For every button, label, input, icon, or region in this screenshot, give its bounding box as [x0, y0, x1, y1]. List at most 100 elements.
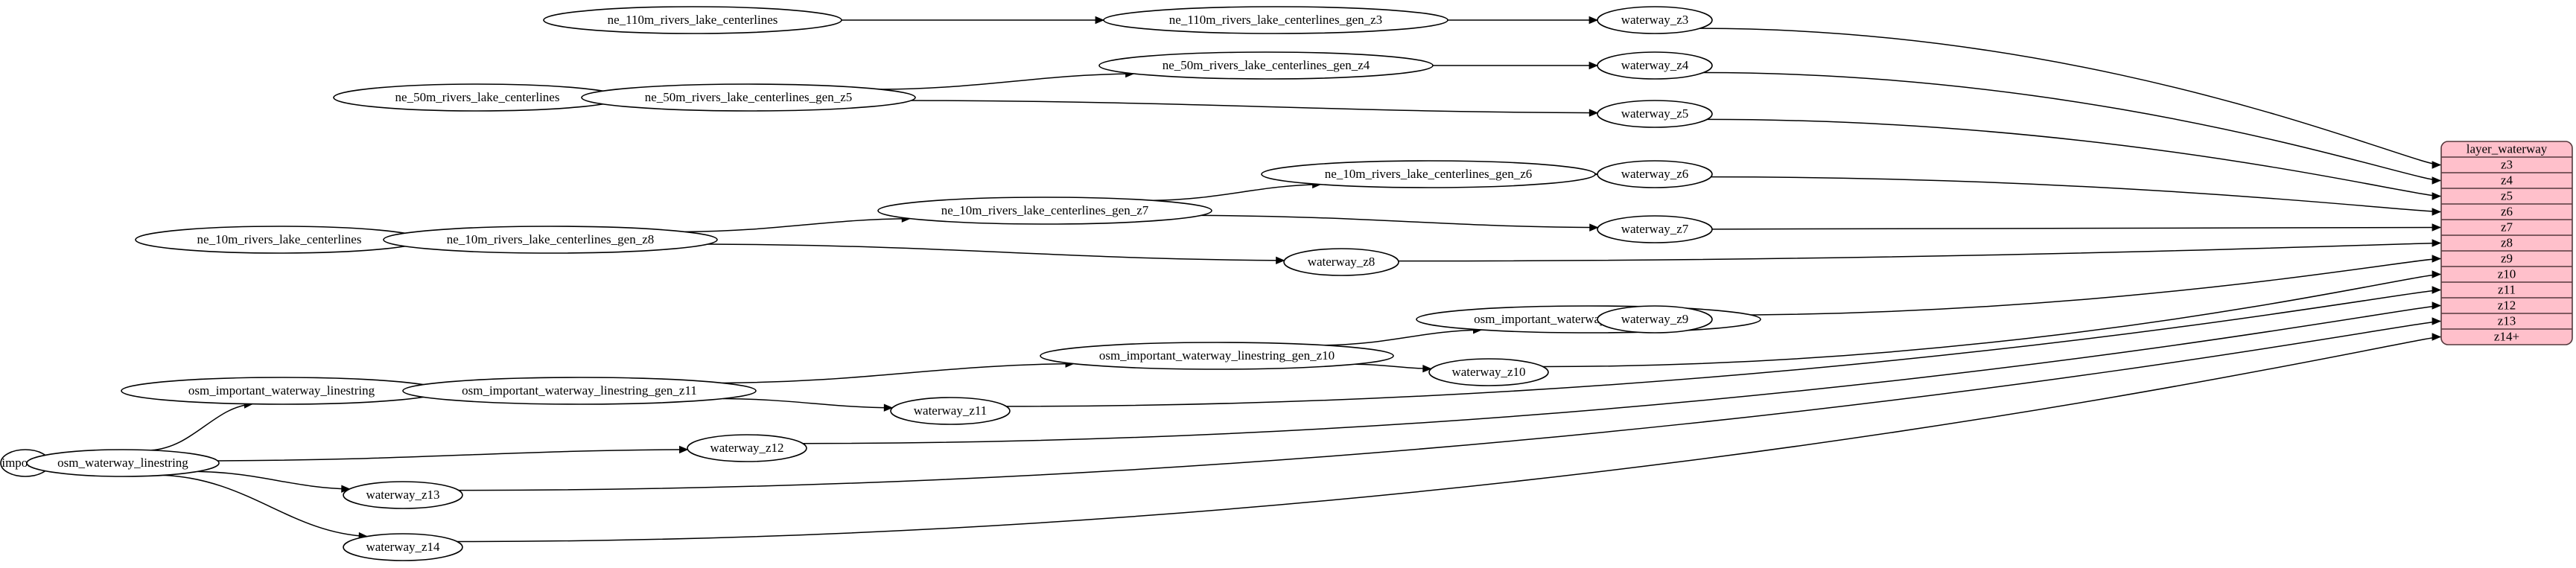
- node-shape: [1597, 51, 1713, 80]
- node-waterway_z13[interactable]: waterway_z13: [343, 481, 463, 509]
- node-waterway_z3[interactable]: waterway_z3: [1597, 6, 1713, 34]
- node-waterway_z7[interactable]: waterway_z7: [1597, 215, 1713, 243]
- record-row-z5[interactable]: z5: [2501, 188, 2513, 202]
- node-shape: [687, 434, 807, 462]
- record-row-z12[interactable]: z12: [2498, 298, 2516, 312]
- node-osm_iwl[interactable]: osm_important_waterway_linestring: [121, 377, 442, 405]
- record-row-z3[interactable]: z3: [2501, 157, 2513, 171]
- node-shape: [1597, 6, 1713, 34]
- edge-arrowhead: [1095, 16, 1105, 25]
- record-row-z8[interactable]: z8: [2501, 235, 2513, 249]
- node-shape: [877, 197, 1212, 225]
- edge-osm_iwl_z10-to-osm_iwl_z9: [1324, 329, 1482, 346]
- node-shape: [581, 83, 916, 112]
- record-node-layer: layer_waterwayz3z4z5z6z7z8z9z10z11z12z13…: [2440, 141, 2573, 345]
- edge-waterway_z7-to-layer_waterway-z7: [1711, 226, 2441, 230]
- edge-arrowhead: [1588, 61, 1599, 70]
- node-shape: [543, 6, 842, 34]
- node-ne50[interactable]: ne_50m_rivers_lake_centerlines: [333, 83, 622, 112]
- node-ne10_z8[interactable]: ne_10m_rivers_lake_centerlines_gen_z8: [383, 226, 718, 254]
- edge-waterway_z6-to-layer_waterway-z6: [1711, 176, 2441, 213]
- node-label: ne_50m_rivers_lake_centerlines_gen_z4: [1163, 58, 1370, 72]
- edge-waterway_z11-to-layer_waterway-z11: [1006, 289, 2441, 407]
- node-waterway_z14[interactable]: waterway_z14: [343, 533, 463, 561]
- node-shape: [343, 533, 463, 561]
- edge-waterway_z12-to-layer_waterway-z12: [802, 304, 2441, 444]
- record-row-z10[interactable]: z10: [2498, 267, 2516, 281]
- node-waterway_z9[interactable]: waterway_z9: [1597, 305, 1713, 334]
- node-waterway_z11[interactable]: waterway_z11: [890, 397, 1011, 425]
- edge-arrowhead: [2432, 192, 2442, 200]
- node-ne10_z6[interactable]: ne_10m_rivers_lake_centerlines_gen_z6: [1261, 160, 1596, 188]
- node-ne110[interactable]: ne_110m_rivers_lake_centerlines: [543, 6, 842, 34]
- node-label: waterway_z12: [710, 441, 783, 455]
- node-ne50_z5[interactable]: ne_50m_rivers_lake_centerlines_gen_z5: [581, 83, 916, 112]
- node-label: waterway_z4: [1621, 58, 1689, 72]
- node-waterway_z8[interactable]: waterway_z8: [1283, 248, 1399, 276]
- node-label: ne_50m_rivers_lake_centerlines_gen_z5: [645, 90, 853, 104]
- node-waterway_z6[interactable]: waterway_z6: [1597, 160, 1713, 188]
- record-row-z13[interactable]: z13: [2498, 313, 2516, 328]
- node-label: ne_110m_rivers_lake_centerlines: [608, 13, 778, 27]
- node-ne110_z3[interactable]: ne_110m_rivers_lake_centerlines_gen_z3: [1103, 6, 1448, 34]
- node-ne10_z7[interactable]: ne_10m_rivers_lake_centerlines_gen_z7: [877, 197, 1212, 225]
- node-shape: [1597, 100, 1713, 128]
- node-label: ne_10m_rivers_lake_centerlines_gen_z8: [447, 232, 655, 246]
- record-row-z6[interactable]: z6: [2501, 204, 2513, 218]
- node-ne50_z4[interactable]: ne_50m_rivers_lake_centerlines_gen_z4: [1098, 51, 1434, 80]
- edge-waterway_z9-to-layer_waterway-z9: [1709, 258, 2441, 316]
- edge-arrowhead: [2432, 301, 2442, 310]
- edge-ne10_z8-to-waterway_z8: [707, 243, 1285, 261]
- node-label: waterway_z9: [1621, 312, 1689, 326]
- node-shape: [1597, 160, 1713, 188]
- edge-arrowhead: [2432, 270, 2442, 278]
- node-waterway_z5[interactable]: waterway_z5: [1597, 100, 1713, 128]
- node-shape: [1098, 51, 1434, 80]
- node-label: waterway_z7: [1621, 222, 1689, 236]
- edge-arrowhead: [679, 445, 689, 454]
- node-osm_iwl_z10[interactable]: osm_important_waterway_linestring_gen_z1…: [1040, 342, 1394, 370]
- node-shape: [1597, 215, 1713, 243]
- node-label: osm_important_waterway_linestring_gen_z1…: [462, 383, 697, 398]
- node-waterway_z12[interactable]: waterway_z12: [687, 434, 807, 462]
- node-label: ne_110m_rivers_lake_centerlines_gen_z3: [1169, 13, 1382, 27]
- node-ne10[interactable]: ne_10m_rivers_lake_centerlines: [135, 226, 424, 254]
- edge-arrowhead: [1422, 365, 1432, 373]
- node-label: osm_waterway_linestring: [57, 456, 188, 470]
- node-shape: [890, 397, 1011, 425]
- node-label: waterway_z11: [914, 403, 988, 418]
- node-shape: [1597, 305, 1713, 334]
- node-shape: [383, 226, 718, 254]
- node-label: waterway_z6: [1621, 167, 1689, 181]
- record-row-z7[interactable]: z7: [2501, 220, 2513, 234]
- record-row-z14plus[interactable]: z14+: [2494, 329, 2519, 343]
- record-row-z11[interactable]: z11: [2498, 282, 2516, 296]
- node-shape: [1283, 248, 1399, 276]
- edge-osm_wl-to-osm_iwl: [150, 403, 253, 451]
- node-shape: [26, 449, 220, 477]
- node-osm_iwl_z11[interactable]: osm_important_waterway_linestring_gen_z1…: [402, 377, 757, 405]
- edge-waterway_z8-to-layer_waterway-z8: [1398, 242, 2441, 262]
- edge-arrowhead: [2432, 161, 2442, 169]
- edge-waterway_z3-to-layer_waterway-z3: [1699, 28, 2441, 166]
- record-node-body: [2440, 141, 2573, 345]
- edge-ne10_z7-to-ne10_z6: [1152, 184, 1321, 201]
- edge-ne50_z5-to-waterway_z5: [911, 100, 1598, 114]
- edge-waterway_z10-to-layer_waterway-z10: [1542, 273, 2441, 368]
- node-waterway_z4[interactable]: waterway_z4: [1597, 51, 1713, 80]
- record-node-layer-waterway[interactable]: layer_waterwayz3z4z5z6z7z8z9z10z11z12z13…: [2440, 141, 2573, 345]
- node-label: ne_10m_rivers_lake_centerlines_gen_z7: [941, 203, 1149, 217]
- edge-osm_iwl_z10-to-waterway_z10: [1355, 363, 1431, 370]
- edge-ne10_z8-to-ne10_z7: [684, 217, 911, 233]
- record-row-z4[interactable]: z4: [2501, 173, 2513, 187]
- edge-osm_iwl_z11-to-waterway_z11: [722, 398, 893, 409]
- edge-arrowhead: [2432, 333, 2442, 341]
- edge-arrowhead: [1588, 109, 1599, 117]
- node-shape: [343, 481, 463, 509]
- edge-arrowhead: [2432, 208, 2442, 216]
- node-waterway_z10[interactable]: waterway_z10: [1428, 358, 1549, 386]
- edge-osm_wl-to-waterway_z14: [163, 474, 368, 537]
- record-row-z9[interactable]: z9: [2501, 251, 2513, 265]
- node-osm_wl[interactable]: osm_waterway_linestring: [26, 449, 220, 477]
